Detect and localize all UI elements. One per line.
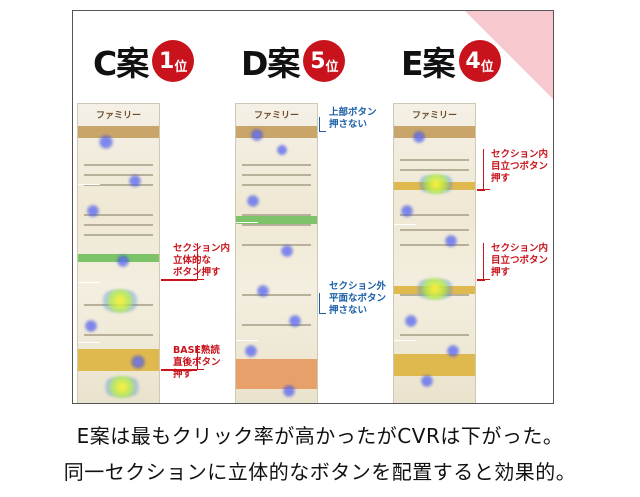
bracket bbox=[197, 243, 204, 280]
note-c-low: BASE熟読直後ボタン押す bbox=[173, 345, 221, 380]
heatmap-c: ファミリー bbox=[77, 103, 160, 403]
bracket bbox=[197, 345, 204, 370]
heatmap-d: ファミリー bbox=[235, 103, 318, 403]
bracket bbox=[483, 149, 490, 190]
bracket bbox=[483, 243, 490, 280]
note-e-top: セクション内目立つボタン押す bbox=[491, 149, 549, 184]
heatmap-e: ファミリー bbox=[393, 103, 476, 403]
note-d-top: 上部ボタン押さない bbox=[329, 107, 377, 130]
note-c-mid: セクション内立体的なボタン押す bbox=[173, 243, 231, 278]
arrow bbox=[477, 279, 485, 281]
site-title: ファミリー bbox=[253, 111, 299, 121]
arrow bbox=[161, 279, 197, 281]
note-d-mid: セクション外平面なボタン押さない bbox=[329, 281, 387, 316]
caption-line-2: 同一セクションに立体的なボタンを配置すると効果的。 bbox=[63, 460, 577, 484]
bracket bbox=[319, 293, 326, 314]
arrow bbox=[477, 189, 485, 191]
site-title: ファミリー bbox=[411, 111, 457, 121]
arrow bbox=[161, 369, 197, 371]
site-title: ファミリー bbox=[95, 111, 141, 121]
caption-line-1: E案は最もクリック率が高かったがCVRは下がった。 bbox=[76, 424, 564, 448]
bracket bbox=[319, 117, 326, 132]
note-e-mid: セクション内目立つボタン押す bbox=[491, 243, 549, 278]
